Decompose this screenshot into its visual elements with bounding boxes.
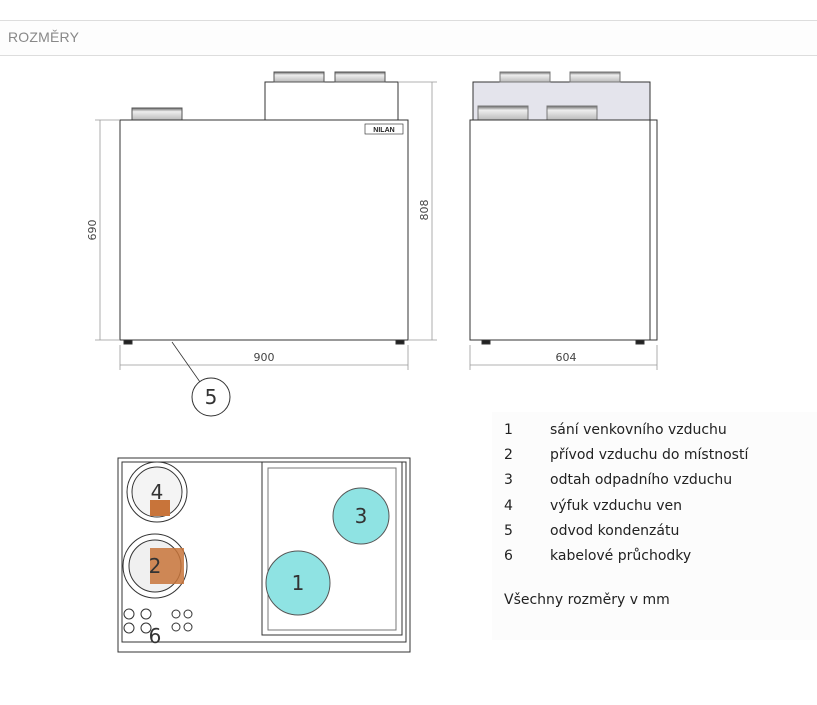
legend-number: 6 [504, 548, 513, 564]
legend: 1 sání venkovního vzduchu 2 přívod vzduchu… [492, 412, 817, 640]
callout-1-label: 1 [292, 571, 305, 595]
side-view [469, 71, 658, 345]
callout-5-label: 5 [205, 385, 218, 409]
legend-number: 4 [504, 498, 513, 514]
dimension-604: 604 [556, 351, 577, 364]
callout-6-label: 6 [149, 624, 162, 648]
legend-text: výfuk vzduchu ven [550, 498, 682, 514]
front-view: NILAN [119, 71, 409, 345]
legend-number: 2 [504, 447, 513, 463]
legend-number: 5 [504, 523, 513, 539]
legend-text: přívod vzduchu do místností [550, 447, 749, 463]
section-header: ROZMĚRY [0, 20, 817, 56]
units-note: Všechny rozměry v mm [504, 592, 670, 608]
dimension-808: 808 [418, 200, 431, 221]
dimension-690: 690 [86, 220, 99, 241]
port-3-circle [332, 487, 390, 545]
callout-4-label: 4 [151, 480, 164, 504]
callout-5-leader [171, 341, 201, 383]
callout-2-label: 2 [149, 554, 162, 578]
callout-5-circle [191, 377, 231, 417]
dimension-900: 900 [254, 351, 275, 364]
legend-text: odvod kondenzátu [550, 523, 680, 539]
callout-3-label: 3 [355, 504, 368, 528]
dimension-lines [95, 81, 658, 370]
brand-logo: NILAN [373, 127, 394, 134]
legend-number: 3 [504, 472, 513, 488]
legend-text: odtah odpadního vzduchu [550, 472, 733, 488]
legend-text: kabelové průchodky [550, 548, 692, 564]
legend-text: sání venkovního vzduchu [550, 422, 727, 438]
section-title: ROZMĚRY [8, 29, 80, 45]
port-1-circle [265, 550, 331, 616]
legend-number: 1 [504, 422, 513, 438]
